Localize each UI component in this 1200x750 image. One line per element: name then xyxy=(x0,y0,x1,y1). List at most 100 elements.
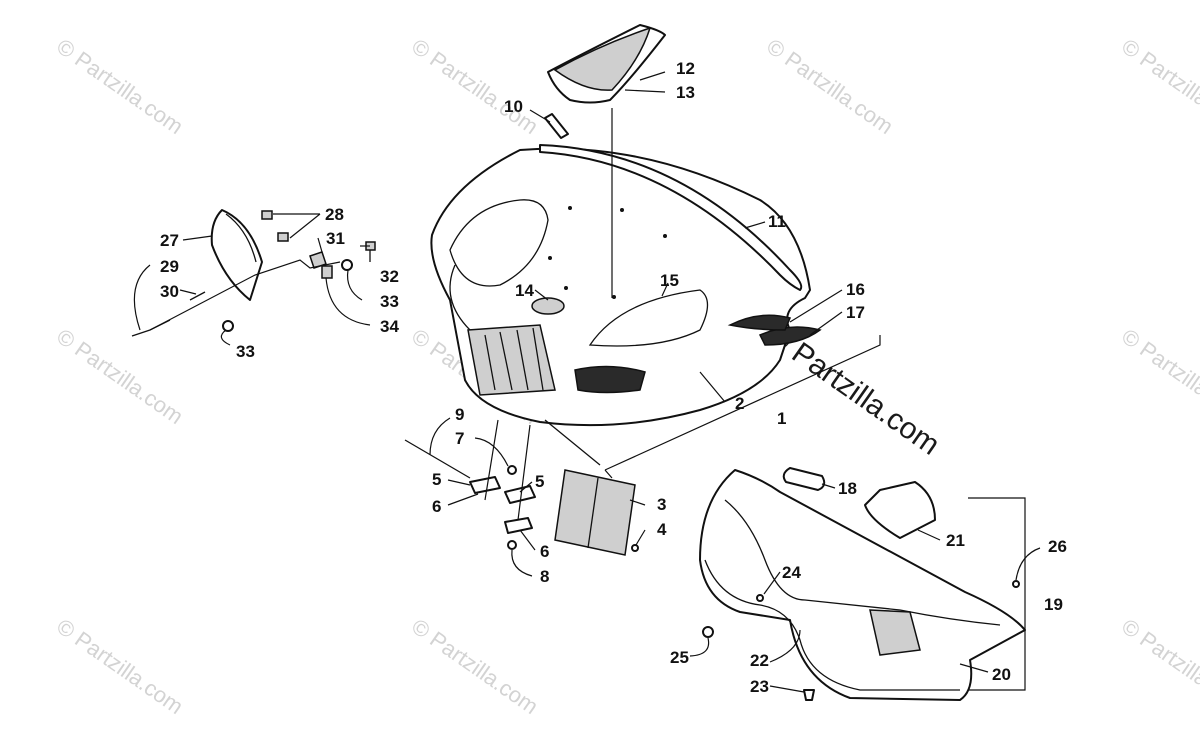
rod-9 xyxy=(404,439,471,479)
callout-32: 32 xyxy=(380,267,399,286)
leader xyxy=(959,663,989,673)
hood-mount-hole xyxy=(663,234,667,238)
hood-grille xyxy=(467,324,556,396)
leader xyxy=(821,483,836,489)
hood-vent-recess xyxy=(588,289,709,347)
hood-lower-edge xyxy=(544,419,601,466)
watermark: © Partzilla.com xyxy=(1117,614,1200,720)
leader xyxy=(429,417,451,456)
callout-34: 34 xyxy=(380,317,399,336)
leader xyxy=(769,685,805,693)
bracket-19 xyxy=(968,497,1026,691)
leader xyxy=(639,71,666,81)
hood-mount-hole xyxy=(568,206,572,210)
hood-mount-hole xyxy=(548,256,552,260)
leader xyxy=(629,499,646,506)
leader xyxy=(447,479,471,486)
leader xyxy=(689,637,710,657)
hood-vent xyxy=(547,24,666,104)
hood-side-flare xyxy=(449,264,471,331)
bracket-6 xyxy=(504,517,533,534)
cover-21 xyxy=(864,481,936,539)
leader xyxy=(534,289,549,301)
callout-19: 19 xyxy=(1044,595,1063,614)
assembly-1-bracket xyxy=(604,335,881,479)
bolt-28a xyxy=(261,210,273,220)
callout-16: 16 xyxy=(846,280,865,299)
callout-7: 7 xyxy=(455,429,464,448)
compartment-insert xyxy=(869,609,921,656)
windshield-edge xyxy=(225,213,257,263)
callout-14: 14 xyxy=(515,281,534,300)
tube-18 xyxy=(782,467,826,491)
callout-6a: 6 xyxy=(432,497,441,516)
watermark: © Partzilla.com xyxy=(1117,324,1200,430)
screen-assembly xyxy=(404,419,639,556)
callouts: 1 2 3 4 5 5 6 6 7 8 9 10 11 12 13 14 15 … xyxy=(160,59,1067,696)
leader xyxy=(325,277,371,326)
windshield-trim-strip xyxy=(539,144,803,291)
clip-10-body xyxy=(544,113,569,139)
callout-18: 18 xyxy=(838,479,857,498)
hood-mount-hole xyxy=(620,208,624,212)
callout-28: 28 xyxy=(325,205,344,224)
callout-27: 27 xyxy=(160,231,179,250)
callout-17: 17 xyxy=(846,303,865,322)
callout-23: 23 xyxy=(750,677,769,696)
callout-33a: 33 xyxy=(380,292,399,311)
leader xyxy=(220,329,231,346)
storage-compartment xyxy=(699,467,1026,701)
bolt-28b xyxy=(277,232,289,242)
callout-30: 30 xyxy=(160,282,179,301)
clip-25 xyxy=(702,626,714,638)
leader xyxy=(744,221,766,229)
callout-2: 2 xyxy=(735,394,744,413)
leader xyxy=(179,289,197,295)
windshield-assembly xyxy=(131,209,376,337)
screw-4 xyxy=(631,544,639,552)
callout-25: 25 xyxy=(670,648,689,667)
decal-16 xyxy=(727,314,792,331)
headlight-lens xyxy=(574,365,646,394)
compartment-rim xyxy=(704,559,960,691)
leader xyxy=(519,481,533,493)
leader xyxy=(317,237,323,253)
grille-slat xyxy=(484,327,544,391)
hood-emblem xyxy=(531,297,565,315)
callout-6b: 6 xyxy=(540,542,549,561)
screw-26 xyxy=(1012,580,1020,588)
leader xyxy=(346,269,363,301)
leader xyxy=(769,629,801,663)
leader xyxy=(474,437,509,467)
watermark: © Partzilla.com xyxy=(1117,34,1200,140)
leader xyxy=(789,289,843,323)
watermark: © Partzilla.com xyxy=(52,34,188,140)
leader xyxy=(624,89,666,93)
leader xyxy=(519,529,536,551)
leader xyxy=(182,235,213,241)
callout-22: 22 xyxy=(750,651,769,670)
mesh-screen-divider xyxy=(587,477,599,549)
watermark: © Partzilla.com xyxy=(52,324,188,430)
leader xyxy=(809,311,843,336)
callout-33b: 33 xyxy=(236,342,255,361)
mesh-screen xyxy=(554,469,636,556)
grommet-34 xyxy=(321,265,333,279)
callout-24: 24 xyxy=(782,563,801,582)
nut-7 xyxy=(507,465,517,475)
screw-24 xyxy=(756,594,764,602)
nut-8 xyxy=(507,540,517,550)
callout-1: 1 xyxy=(777,409,786,428)
leader xyxy=(511,549,533,577)
leader xyxy=(273,213,321,239)
callout-11: 11 xyxy=(768,212,786,231)
callout-5a: 5 xyxy=(432,470,441,489)
callout-4: 4 xyxy=(657,520,667,539)
callout-10: 10 xyxy=(504,97,523,116)
watermark: © Partzilla.com xyxy=(407,614,543,720)
leader xyxy=(699,371,726,403)
fastener-23 xyxy=(803,689,815,701)
washer-33 xyxy=(341,259,353,271)
leader xyxy=(447,493,479,506)
callout-9: 9 xyxy=(455,405,464,424)
